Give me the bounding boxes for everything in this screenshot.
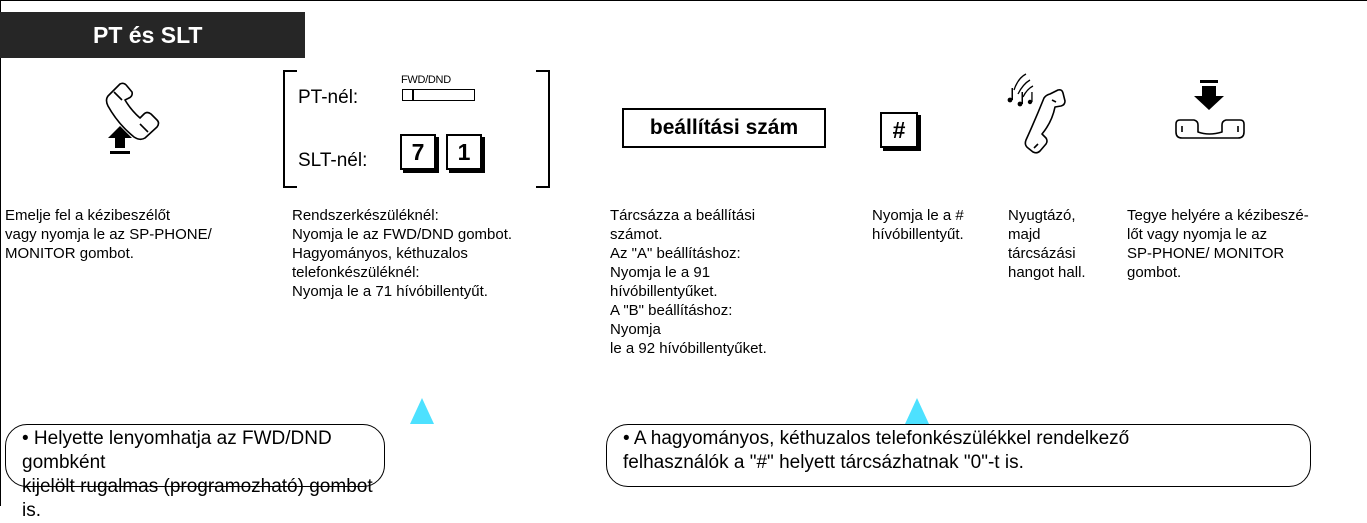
note-pointer-1 <box>410 398 434 424</box>
step-3-caption: Tárcsázza a beállítási számot. Az "A" be… <box>610 207 767 357</box>
pt-label: PT-nél: <box>298 87 359 108</box>
top-rule <box>0 0 1367 1</box>
step-2-caption: Rendszerkészüléknél: Nyomja le az FWD/DN… <box>292 207 513 300</box>
dial-key-1: 1 <box>446 134 482 170</box>
handset-hangup-icon <box>1175 80 1245 139</box>
setting-number-box: beállítási szám <box>622 108 826 148</box>
bracket-right <box>536 70 550 188</box>
handset-ring-icon <box>1007 73 1066 154</box>
note-pointer-2 <box>905 398 929 424</box>
handset-lift-icon <box>105 82 160 154</box>
step-1-caption: Emelje fel a kézibeszélőt vagy nyomja le… <box>5 207 212 262</box>
step-6-caption: Tegye helyére a kézibeszé- lőt vagy nyom… <box>1127 207 1309 281</box>
step-5-caption: Nyugtázó, majd tárcsázási hangot hall. <box>1008 207 1086 281</box>
section-header: PT és SLT <box>0 12 305 58</box>
note-2: • A hagyományos, kéthuzalos telefonkészü… <box>606 424 1311 487</box>
step-4-caption: Nyomja le a # hívóbillentyűt. <box>872 207 964 243</box>
note-1: • Helyette lenyomhatja az FWD/DND gombké… <box>5 424 385 521</box>
fwd-dnd-key-label: FWD/DND <box>401 74 451 86</box>
left-rule <box>0 0 1 506</box>
dial-key-7: 7 <box>400 134 436 170</box>
slt-label: SLT-nél: <box>298 150 368 171</box>
hash-key: # <box>880 112 918 148</box>
bracket-left <box>283 70 297 188</box>
fwd-dnd-key <box>402 89 475 101</box>
